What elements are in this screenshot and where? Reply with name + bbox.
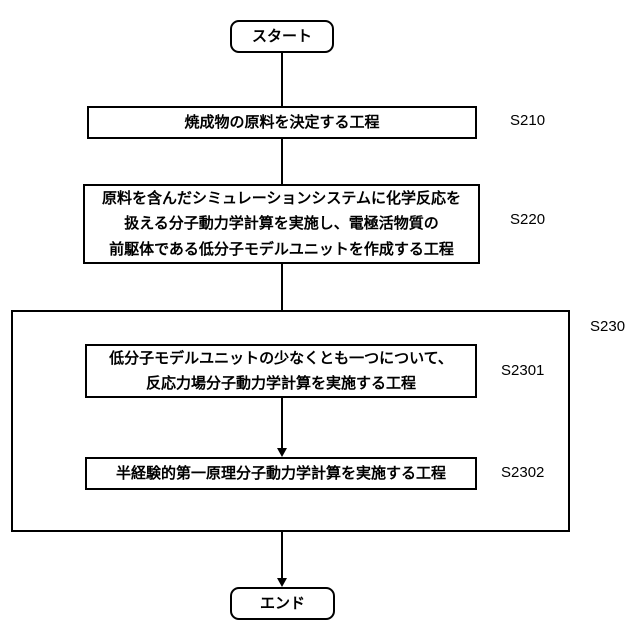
process-s210-label: 焼成物の原料を決定する工程 <box>184 113 380 131</box>
connector-s230-end <box>281 532 283 580</box>
process-s2302: 半経験的第一原理分子動力学計算を実施する工程 <box>85 457 477 490</box>
connector-s220-s230 <box>281 264 283 310</box>
connector-s2301-s2302 <box>281 398 283 450</box>
step-label-s220: S220 <box>510 211 546 228</box>
process-s220-line3: 前駆体である低分子モデルユニットを作成する工程 <box>109 240 454 258</box>
process-s2301: 低分子モデルユニットの少なくとも一つについて、 反応力場分子動力学計算を実施する… <box>85 344 477 398</box>
step-label-s210: S210 <box>510 112 546 129</box>
step-label-s2302: S2302 <box>501 464 545 481</box>
connector-start-s210 <box>281 53 283 106</box>
arrowhead-down-icon <box>277 578 287 587</box>
connector-s210-s220 <box>281 139 283 184</box>
start-terminal: スタート <box>230 20 334 53</box>
process-s210: 焼成物の原料を決定する工程 <box>87 106 477 139</box>
start-label: スタート <box>251 27 312 45</box>
arrowhead-down-icon <box>277 448 287 457</box>
end-label: エンド <box>259 594 305 612</box>
process-s220: 原料を含んだシミュレーションシステムに化学反応を 扱える分子動力学計算を実施し、… <box>83 184 480 264</box>
process-s2301-line2: 反応力場分子動力学計算を実施する工程 <box>145 375 416 392</box>
end-terminal: エンド <box>230 587 335 620</box>
process-s2302-label: 半経験的第一原理分子動力学計算を実施する工程 <box>115 464 446 482</box>
process-s220-line1: 原料を含んだシミュレーションシステムに化学反応を <box>102 189 461 207</box>
step-label-s2301: S2301 <box>501 362 545 379</box>
process-s220-line2: 扱える分子動力学計算を実施し、電極活物質の <box>124 215 439 233</box>
step-label-s230: S230 <box>590 318 626 335</box>
process-s2301-line1: 低分子モデルユニットの少なくとも一つについて、 <box>109 349 453 367</box>
